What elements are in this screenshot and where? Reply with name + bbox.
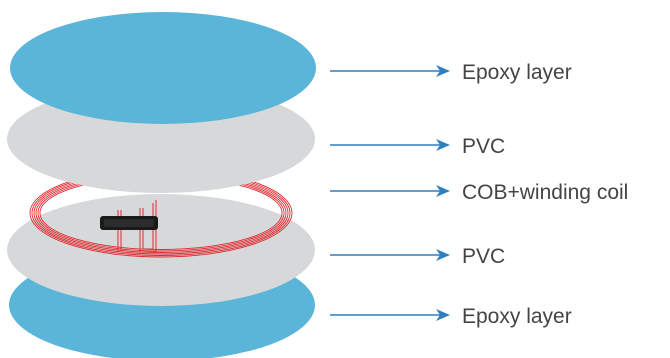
layer-label-pvc-bottom: PVC — [462, 245, 505, 268]
arrow-2 — [330, 139, 450, 151]
top-epoxy-layer-disc — [10, 12, 316, 124]
layer-label-epoxy-bottom: Epoxy layer — [462, 305, 572, 328]
arrow-4 — [330, 249, 450, 261]
arrow-1 — [330, 65, 450, 77]
arrow-3 — [330, 185, 450, 197]
bottom-pvc-layer-disc — [7, 194, 315, 306]
layer-label-epoxy-top: Epoxy layer — [462, 61, 572, 84]
layer-label-pvc-top: PVC — [462, 135, 505, 158]
label-arrows — [330, 65, 450, 321]
arrow-5 — [330, 309, 450, 321]
layer-label-cob-coil: COB+winding coil — [462, 181, 628, 204]
